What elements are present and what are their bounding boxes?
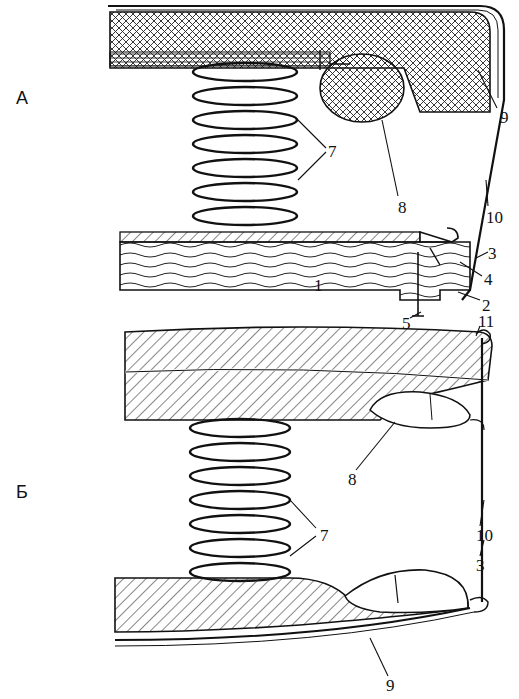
spring-coil: [193, 159, 297, 177]
spring-coil: [190, 515, 290, 533]
callout-number: 11: [476, 312, 496, 331]
spring-coil: [193, 111, 297, 129]
callout-number: 8: [346, 470, 359, 489]
spring-coil: [193, 183, 297, 201]
callout-number: 4: [482, 270, 495, 289]
callout-number: 9: [498, 108, 511, 127]
leader-lines: [290, 70, 497, 676]
spring-coil: [193, 207, 297, 225]
spring-coil: [193, 87, 297, 105]
spring-coil: [193, 63, 297, 81]
spring-coil: [190, 491, 290, 509]
callout-number: 3: [486, 244, 499, 263]
view-letter: Б: [14, 482, 30, 502]
callout-number: 8: [396, 198, 409, 217]
callout-number: 1: [312, 276, 325, 295]
spring-coil: [193, 135, 297, 153]
view-letter: А: [14, 88, 30, 108]
callout-number: 10: [484, 208, 505, 227]
callout-number: 9: [384, 676, 397, 695]
callout-number: 5: [400, 314, 413, 333]
callout-number: 7: [318, 526, 331, 545]
spring-coil: [190, 467, 290, 485]
callout-number: 7: [326, 142, 339, 161]
spring-coil: [190, 419, 290, 437]
callout-number: 3: [474, 556, 487, 575]
panel-a: [108, 6, 504, 316]
callout-number: 10: [474, 526, 495, 545]
panel-b: [115, 327, 492, 646]
spring-coil: [190, 539, 290, 557]
spring-coil: [190, 443, 290, 461]
